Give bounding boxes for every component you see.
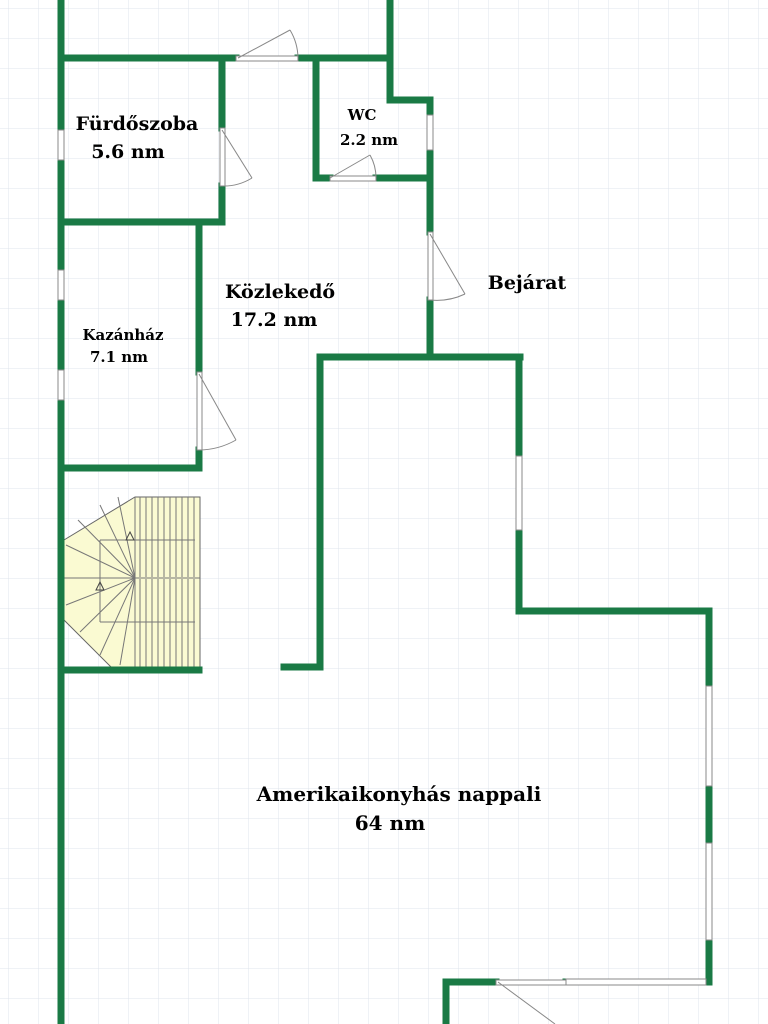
door-boiler (196, 371, 237, 451)
window-terrace (565, 978, 707, 986)
room-name-kazanhaz: Kazánház (82, 326, 164, 344)
window-wc (426, 114, 434, 151)
room-name-nappali: Amerikaikonyhás nappali (256, 782, 542, 806)
room-name-kozlekedo: Közlekedő (225, 281, 335, 303)
room-area-nappali: 64 nm (355, 811, 426, 835)
walls (57, 0, 713, 1024)
windows (57, 114, 713, 986)
room-area-wc: 2.2 nm (340, 131, 398, 149)
room-name-furdoszoba: Fürdőszoba (76, 113, 199, 135)
door-bathroom (219, 127, 253, 187)
room-area-kozlekedo: 17.2 nm (231, 309, 318, 331)
window-living-2 (705, 842, 713, 941)
window-bathroom (57, 129, 65, 161)
room-name-wc: WC (347, 106, 377, 124)
door-entrance (427, 231, 466, 301)
room-area-kazanhaz: 7.1 nm (90, 348, 148, 366)
door-terrace (495, 979, 567, 1024)
door-wc (329, 154, 377, 182)
doors (196, 29, 567, 1024)
window-hall (515, 455, 523, 531)
window-living-1 (705, 685, 713, 787)
stair-arrow-icon-2 (95, 580, 105, 591)
window-boiler-1 (57, 269, 65, 301)
stair-arrow-icon (125, 530, 135, 541)
door-top (235, 29, 299, 62)
room-area-furdoszoba: 5.6 nm (91, 141, 165, 163)
room-labels: Fürdőszoba 5.6 nm WC 2.2 nm Közlekedő 17… (76, 106, 567, 835)
room-name-bejarat: Bejárat (488, 272, 567, 294)
window-boiler-2 (57, 369, 65, 401)
